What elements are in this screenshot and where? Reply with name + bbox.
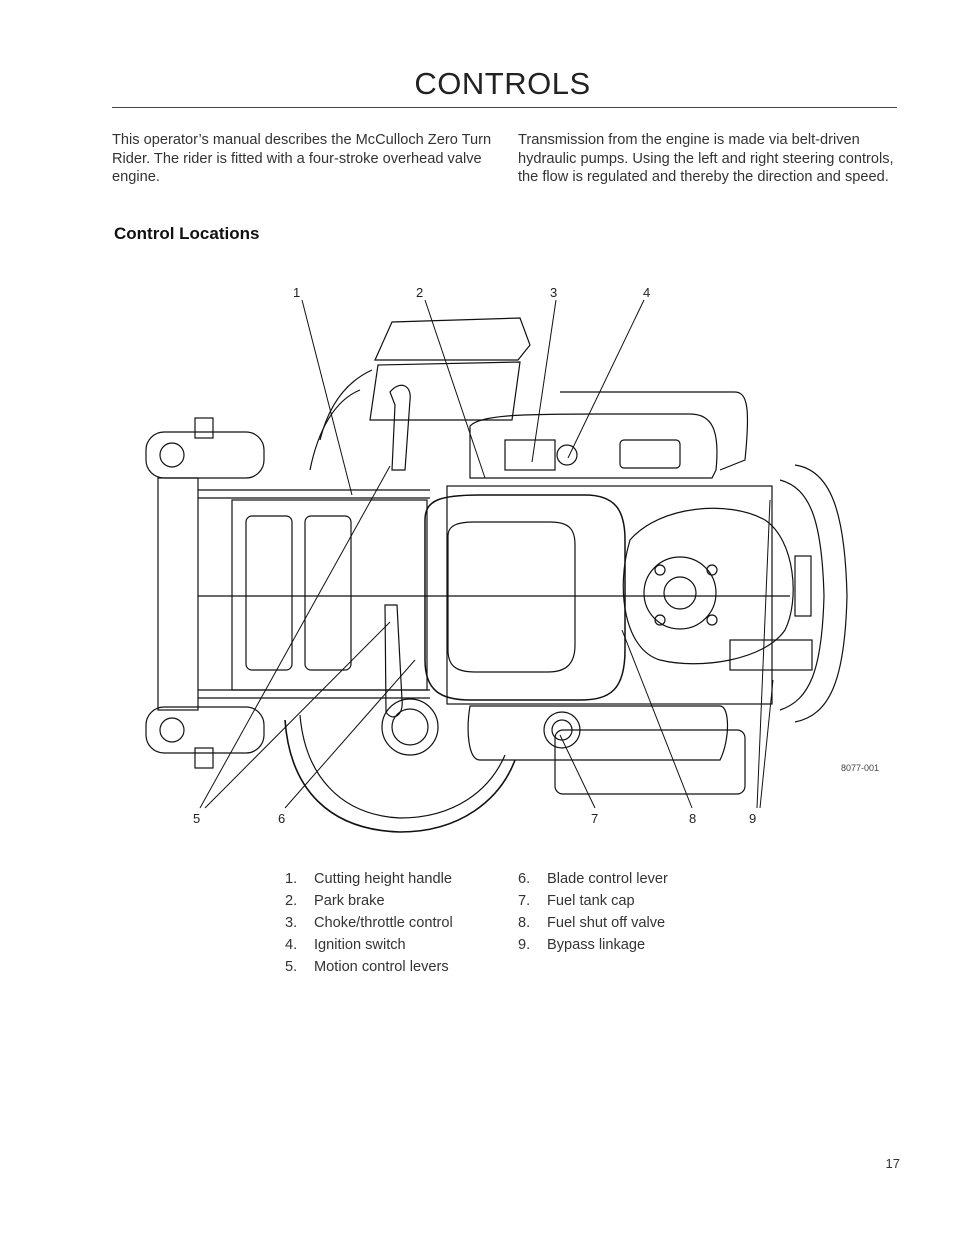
legend-label: Cutting height handle [314,871,452,887]
callout-4: 4 [643,285,651,300]
legend-column-2: 6. Blade control lever 7. Fuel tank cap 8.… [518,868,668,956]
legend-number: 9. [518,937,531,953]
legend-item: 7. Fuel tank cap [518,890,668,912]
page-title: CONTROLS [414,66,591,101]
legend-number: 5. [285,959,298,975]
legend-item: 1. Cutting height handle [285,868,453,890]
legend-label: Ignition switch [314,937,406,953]
callout-5: 5 [193,811,201,826]
legend-item: 8. Fuel shut off valve [518,912,668,934]
callout-7: 7 [591,811,599,826]
legend-label: Bypass linkage [547,937,646,953]
callout-1: 1 [293,285,301,300]
section-heading: Control Locations [114,224,260,243]
legend-label: Blade control lever [547,871,668,887]
callout-9: 9 [749,811,757,826]
legend-number: 3. [285,915,298,931]
legend-label: Motion control levers [314,959,449,975]
callout-2: 2 [416,285,424,300]
legend-label: Fuel shut off valve [547,915,666,931]
legend-item: 9. Bypass linkage [518,934,668,956]
legend-number: 2. [285,893,298,909]
callout-8: 8 [689,811,697,826]
figure-id: 8077-001 [841,763,880,773]
legend-item: 4. Ignition switch [285,934,453,956]
callout-3: 3 [550,285,558,300]
title-rule [112,107,897,108]
legend-label: Choke/throttle control [314,915,453,931]
mower-top-view-diagram [145,299,848,833]
callout-6: 6 [278,811,286,826]
legend-number: 6. [518,871,531,887]
legend-number: 4. [285,937,298,953]
legend-column-1: 1. Cutting height handle 2. Park brake 3. C… [285,868,453,978]
legend-label: Park brake [314,893,385,909]
intro-right-paragraph: Transmission from the engine is made via… [518,132,894,186]
legend-item: 5. Motion control levers [285,956,453,978]
legend-number: 7. [518,893,531,909]
legend-item: 2. Park brake [285,890,453,912]
legend-item: 6. Blade control lever [518,868,668,890]
legend-number: 8. [518,915,531,931]
legend-label: Fuel tank cap [547,893,635,909]
intro-left-paragraph: This operator’s manual describes the McC… [112,132,492,186]
legend-item: 3. Choke/throttle control [285,912,453,934]
legend-number: 1. [285,871,298,887]
page-number: 17 [885,1156,900,1171]
